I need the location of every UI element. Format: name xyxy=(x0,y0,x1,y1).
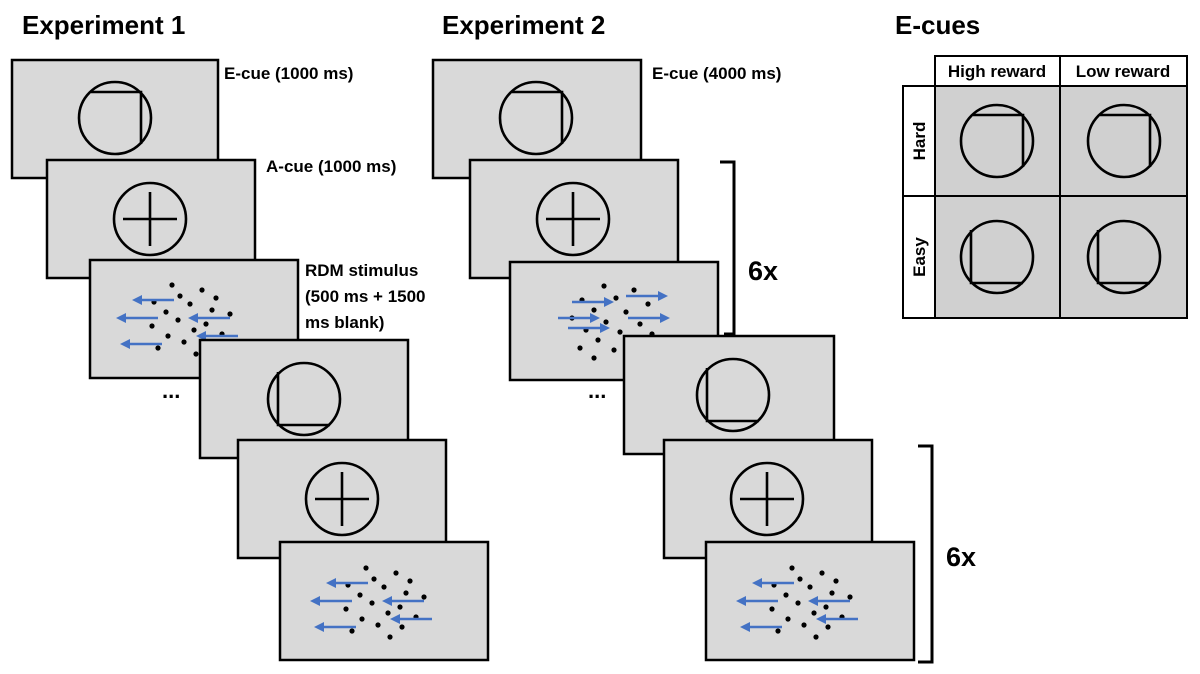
acue-cross-icon xyxy=(304,461,380,537)
exp2-acue-screen-2 xyxy=(662,438,874,560)
exp2-ecue-screen-2 xyxy=(622,334,836,456)
exp2-repeat-bracket-top xyxy=(720,160,736,336)
exp2-ecue-label: E-cue (4000 ms) xyxy=(652,64,781,83)
ecues-row-easy: Easy xyxy=(910,237,929,277)
acue-cross-icon xyxy=(112,181,188,257)
exp2-acue-screen xyxy=(468,158,680,280)
experiment1-title: Experiment 1 xyxy=(22,10,185,40)
exp1-rdm-label-line3: ms blank) xyxy=(305,313,384,332)
exp1-acue-screen-2 xyxy=(236,438,448,560)
exp2-ellipsis: ... xyxy=(588,378,606,403)
exp2-repeat-bracket-bottom xyxy=(918,444,934,664)
exp1-ecue-screen-2 xyxy=(198,338,410,460)
ecues-title: E-cues xyxy=(895,10,980,40)
ecues-table: High reward Low reward Hard Easy xyxy=(902,55,1188,319)
ecues-row-hard: Hard xyxy=(910,122,929,161)
experiment2-title: Experiment 2 xyxy=(442,10,605,40)
ecues-col-low-reward: Low reward xyxy=(1076,62,1170,81)
exp1-ellipsis: ... xyxy=(162,378,180,403)
exp2-rdm-screen-2 xyxy=(704,540,916,662)
exp1-ecue-screen xyxy=(10,58,220,180)
exp1-acue-screen xyxy=(45,158,257,280)
exp2-repeat-bottom: 6x xyxy=(946,542,976,572)
exp2-repeat-top: 6x xyxy=(748,256,778,286)
ecues-col-high-reward: High reward xyxy=(948,62,1046,81)
acue-cross-icon xyxy=(729,461,805,537)
exp1-rdm-screen-2 xyxy=(278,540,490,662)
exp1-rdm-label-line1: RDM stimulus xyxy=(305,261,418,280)
exp1-acue-label: A-cue (1000 ms) xyxy=(266,157,396,176)
acue-cross-icon xyxy=(535,181,611,257)
exp1-rdm-label-line2: (500 ms + 1500 xyxy=(305,287,426,306)
exp1-ecue-label: E-cue (1000 ms) xyxy=(224,64,353,83)
